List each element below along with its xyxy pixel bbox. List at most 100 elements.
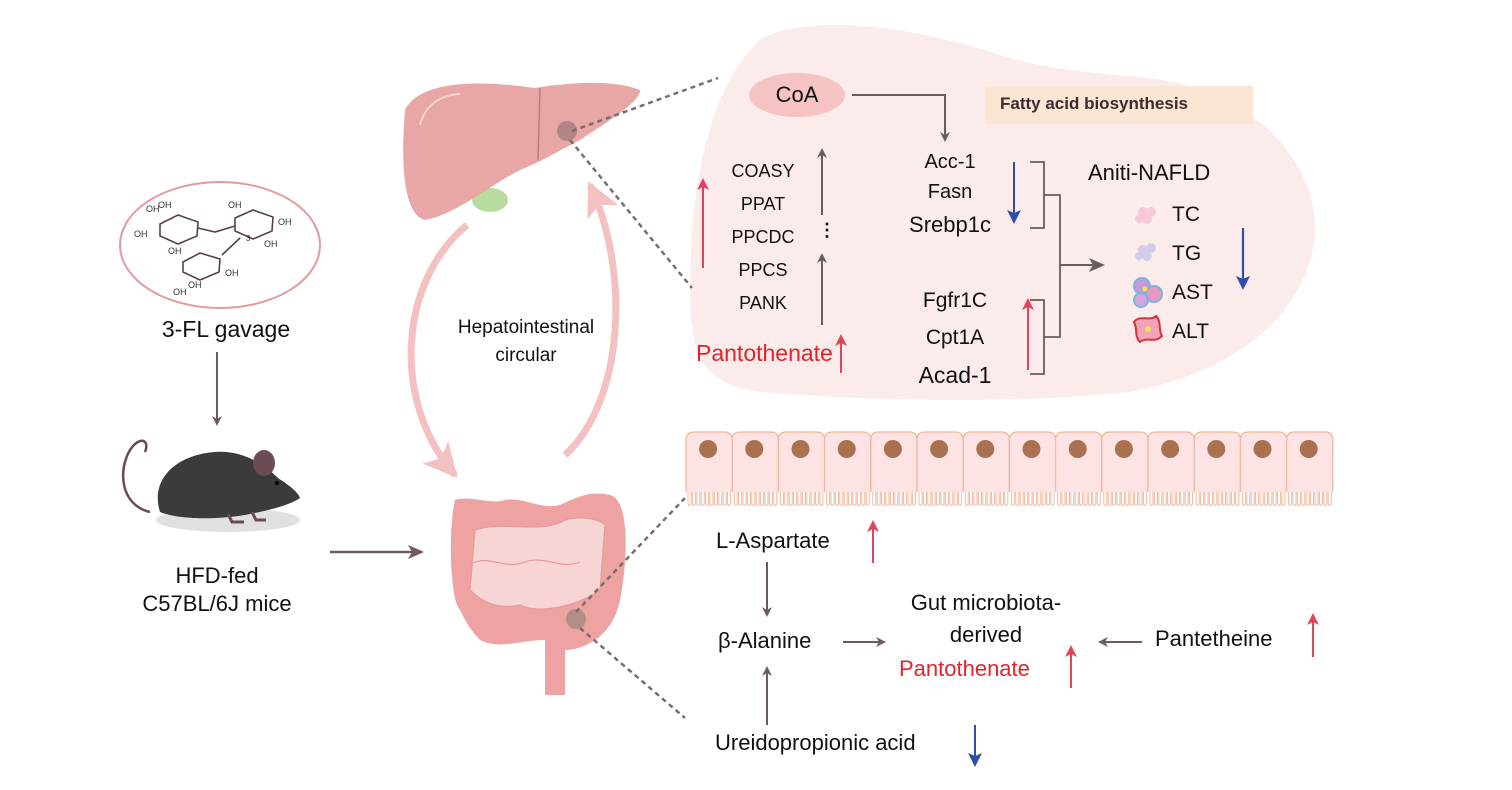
liver-zoom-line-top: [571, 76, 719, 133]
upregulated-gene-label: Cpt1A: [925, 326, 985, 349]
epithelial-cell: [1147, 431, 1195, 506]
nucleus-icon: [1114, 440, 1133, 458]
microvilli: [1195, 492, 1240, 506]
nucleus-icon: [1161, 440, 1180, 458]
microvilli: [918, 492, 963, 506]
nucleus-icon: [699, 440, 718, 458]
microvilli: [687, 492, 732, 506]
mouse-label-line2: C57BL/6J mice: [142, 591, 292, 616]
mouse-icon: [121, 439, 300, 532]
enzyme-label: PPAT: [740, 194, 786, 214]
cycle-label-line1: Hepatointestinal: [457, 317, 595, 338]
epithelial-cell: [1008, 431, 1057, 506]
epithelial-cell: [962, 431, 1011, 506]
nucleus-icon: [930, 440, 949, 458]
upregulated-gene-label: Acad-1: [918, 362, 992, 388]
microvilli: [779, 492, 824, 506]
colon-icon: [450, 493, 626, 695]
svg-text:OH: OH: [158, 200, 172, 210]
hepatocyte-cluster-icon: [1133, 277, 1163, 308]
nafld-marker-label: ALT: [1172, 320, 1209, 343]
outcome-title: Aniti-NAFLD: [1088, 160, 1211, 185]
svg-text:OH: OH: [228, 200, 242, 210]
nucleus-icon: [745, 440, 764, 458]
epithelial-cell: [1239, 431, 1288, 506]
fatty-acid-box: [985, 86, 1253, 124]
enzyme-label: PPCS: [738, 260, 788, 280]
pantetheine-label: Pantetheine: [1155, 626, 1273, 651]
nafld-marker-label: AST: [1172, 281, 1213, 304]
svg-text:OH: OH: [173, 287, 187, 297]
trisaccharide-structure-icon: [159, 209, 274, 281]
nucleus-icon: [1207, 440, 1226, 458]
liver-zoom-line-bottom: [569, 139, 693, 289]
cycle-label-line2: circular: [495, 345, 557, 366]
epithelial-cell: [1054, 431, 1103, 506]
microvilli: [964, 492, 1009, 506]
microvilli: [1288, 492, 1332, 506]
epithelial-cell: [1285, 431, 1334, 506]
svg-text:OH: OH: [146, 204, 160, 214]
downregulated-gene-label: Acc-1: [924, 151, 976, 173]
coa-ellipse: [749, 73, 845, 117]
svg-text:OH: OH: [134, 229, 148, 239]
microvilli: [1149, 492, 1194, 506]
svg-text:OH: OH: [168, 246, 182, 256]
microvilli: [733, 492, 778, 506]
nafld-marker-label: TC: [1172, 203, 1200, 226]
ureidopropionic-label: Ureidopropionic acid: [715, 730, 916, 755]
gavage-label: 3-FL gavage: [161, 316, 291, 342]
svg-text:OH: OH: [188, 280, 202, 290]
nucleus-icon: [1022, 440, 1041, 458]
beta-alanine-label: β-Alanine: [718, 628, 812, 653]
l-aspartate-label: L-Aspartate: [716, 528, 830, 553]
damaged-cell-icon: [1132, 314, 1164, 344]
nucleus-icon: [791, 440, 810, 458]
intestinal-epithelium: [685, 431, 1334, 506]
liver-icon: [403, 82, 640, 220]
svg-text:OH: OH: [264, 239, 278, 249]
lipid-droplet-icon: [1135, 207, 1156, 224]
gut-microbiota-line1: Gut microbiota-: [910, 590, 1062, 615]
cycle-arrow-liver-to-gut: [407, 222, 470, 479]
molecule-ellipse: [119, 181, 321, 309]
svg-text:3: 3: [246, 234, 251, 243]
microvilli: [872, 492, 916, 506]
epithelial-cell: [777, 431, 826, 506]
nucleus-icon: [1253, 440, 1272, 458]
gut-pantothenate-label: Pantothenate: [899, 656, 1030, 681]
nafld-marker-label: TG: [1172, 242, 1202, 265]
triglyceride-icon: [1135, 243, 1156, 261]
enzyme-label: PPCDC: [731, 227, 795, 247]
microvilli: [1057, 492, 1101, 506]
nucleus-icon: [837, 440, 856, 458]
epithelial-cell: [1193, 431, 1242, 506]
enzyme-label: PANK: [739, 293, 787, 313]
enzyme-ellipsis: ⋮: [818, 220, 836, 240]
epithelial-cell: [823, 431, 872, 506]
svg-text:OH: OH: [225, 268, 239, 278]
downregulated-gene-label: Fasn: [927, 181, 973, 203]
liver-pantothenate-label: Pantothenate: [696, 340, 833, 366]
fatty-acid-label: Fatty acid biosynthesis: [1000, 94, 1188, 113]
microvilli: [1103, 492, 1147, 506]
svg-text:OH: OH: [278, 217, 292, 227]
cycle-arrow-gut-to-liver: [562, 181, 620, 458]
nucleus-icon: [883, 440, 902, 458]
arrow-coa-to-genes: [852, 94, 950, 142]
mouse-label-line1: HFD-fed: [175, 563, 259, 588]
microvilli: [1010, 492, 1055, 506]
microvilli: [1241, 492, 1286, 506]
nucleus-icon: [1299, 440, 1318, 458]
epithelial-cell: [731, 431, 780, 506]
epithelial-cell: [1101, 431, 1149, 506]
coa-label: CoA: [775, 82, 819, 107]
epithelial-cell: [916, 431, 964, 506]
gut-microbiota-line2: derived: [949, 622, 1023, 647]
nucleus-icon: [976, 440, 995, 458]
downregulated-gene-label: Srebp1c: [909, 212, 991, 237]
nucleus-icon: [1068, 440, 1087, 458]
